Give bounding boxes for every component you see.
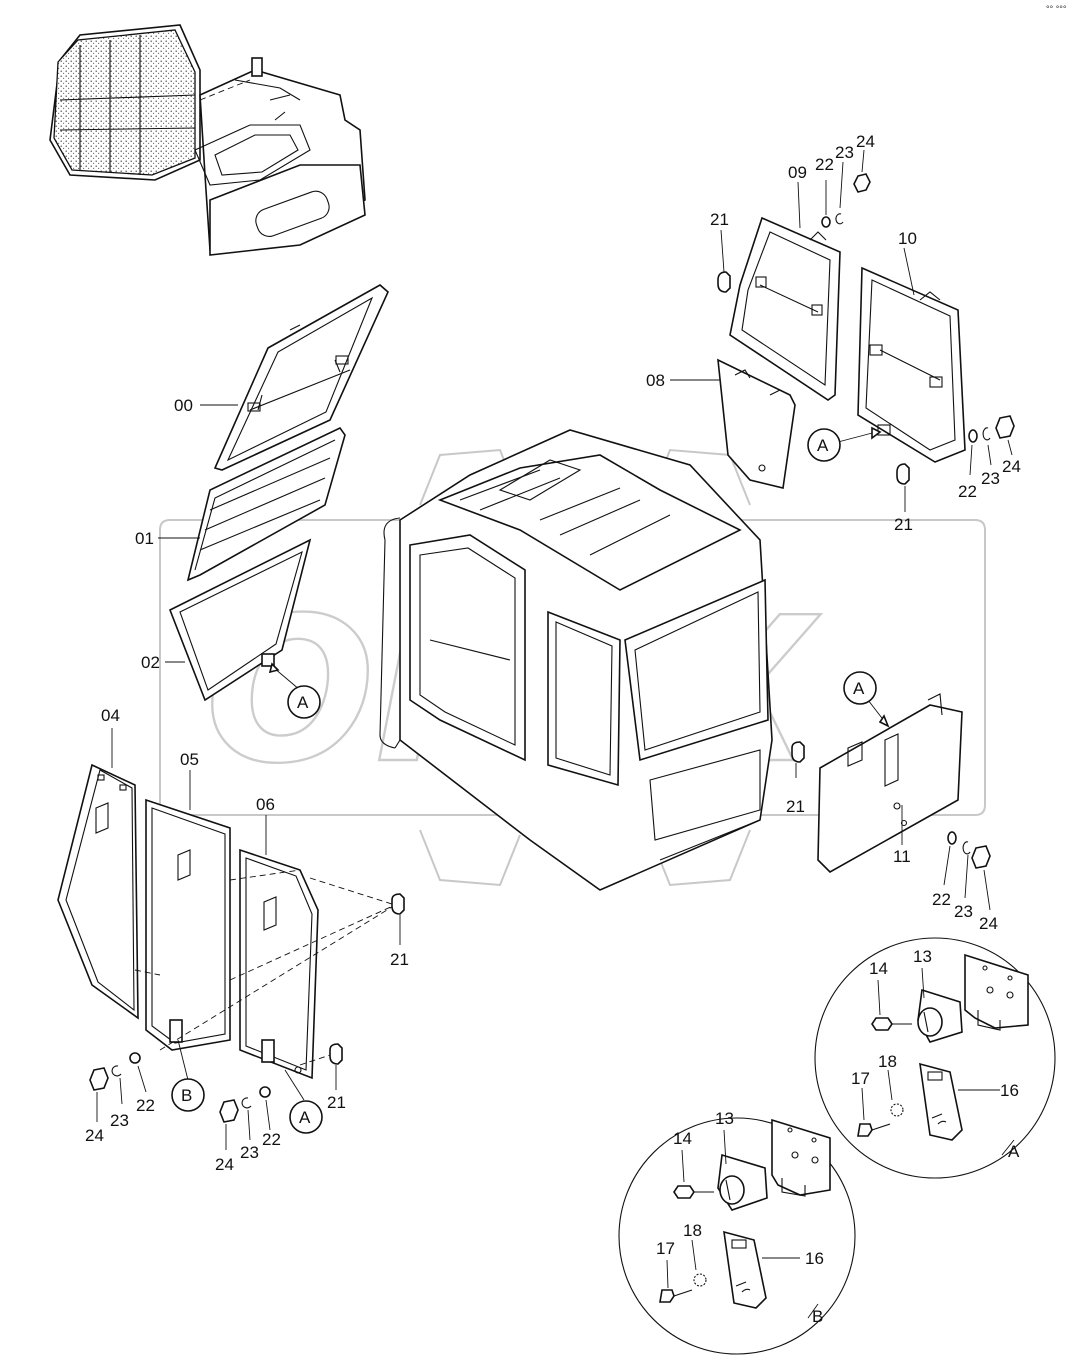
callout-14: 14	[869, 959, 888, 978]
marker-label: A	[853, 679, 865, 698]
callout-23: 23	[954, 902, 973, 921]
callout-22: 22	[815, 155, 834, 174]
panel-01	[186, 426, 346, 582]
panel-04	[57, 763, 139, 1020]
callout-14: 14	[673, 1129, 692, 1148]
corner-mark: °° °°°	[1046, 4, 1067, 14]
panel-08	[717, 358, 796, 489]
fasteners	[89, 173, 1015, 1123]
callout-23: 23	[835, 143, 854, 162]
panel-11	[817, 693, 963, 873]
panel-05	[145, 798, 231, 1051]
callout-21: 21	[786, 797, 805, 816]
callout-23: 23	[981, 469, 1000, 488]
callout-23: 23	[240, 1143, 259, 1162]
cab-assembly	[379, 429, 773, 891]
callout-16: 16	[1000, 1081, 1019, 1100]
marker-label: A	[817, 436, 829, 455]
leader-lines	[96, 149, 1013, 1150]
panel-00	[213, 284, 389, 471]
marker-label: A	[297, 693, 309, 712]
callout-13: 13	[913, 947, 932, 966]
panel-02	[168, 538, 312, 702]
callout-06: 06	[256, 795, 275, 814]
marker-label: A	[299, 1108, 311, 1127]
detail-a-label: A	[1008, 1142, 1020, 1161]
callout-00: 00	[174, 396, 193, 415]
marker-labels: A A A A B	[181, 436, 865, 1127]
callout-21: 21	[894, 515, 913, 534]
machine-overview	[49, 24, 366, 256]
panel-10	[857, 266, 966, 463]
callout-02: 02	[141, 653, 160, 672]
callout-04: 04	[101, 706, 120, 725]
callout-16: 16	[805, 1249, 824, 1268]
callout-22: 22	[932, 890, 951, 909]
panel-06	[239, 848, 319, 1080]
callout-labels: 00 01 02 04 05 06 08 09 10 11 21 21 21 2…	[85, 132, 1021, 1326]
callout-17: 17	[656, 1239, 675, 1258]
callout-05: 05	[180, 750, 199, 769]
callout-22: 22	[136, 1096, 155, 1115]
detail-view-b	[618, 1117, 856, 1355]
callout-21: 21	[327, 1093, 346, 1112]
callout-09: 09	[788, 163, 807, 182]
detail-view-a	[814, 937, 1056, 1179]
callout-08: 08	[646, 371, 665, 390]
callout-21: 21	[390, 950, 409, 969]
callout-18: 18	[683, 1221, 702, 1240]
callout-24: 24	[979, 914, 998, 933]
callout-24: 24	[1002, 457, 1021, 476]
marker-circles	[171, 428, 877, 1134]
callout-18: 18	[878, 1052, 897, 1071]
callout-23: 23	[110, 1111, 129, 1130]
detail-b-label: B	[812, 1307, 823, 1326]
marker-label: B	[181, 1086, 192, 1105]
callout-24: 24	[215, 1155, 234, 1174]
callout-22: 22	[262, 1130, 281, 1149]
callout-21: 21	[710, 210, 729, 229]
callout-10: 10	[898, 229, 917, 248]
callout-13: 13	[715, 1109, 734, 1128]
callout-17: 17	[851, 1069, 870, 1088]
callout-11: 11	[893, 847, 911, 866]
dashed-guides	[134, 869, 396, 1066]
panel-09	[729, 216, 841, 401]
callout-01: 01	[135, 529, 154, 548]
callout-24: 24	[85, 1126, 104, 1145]
callout-22: 22	[958, 482, 977, 501]
callout-24: 24	[856, 132, 875, 151]
